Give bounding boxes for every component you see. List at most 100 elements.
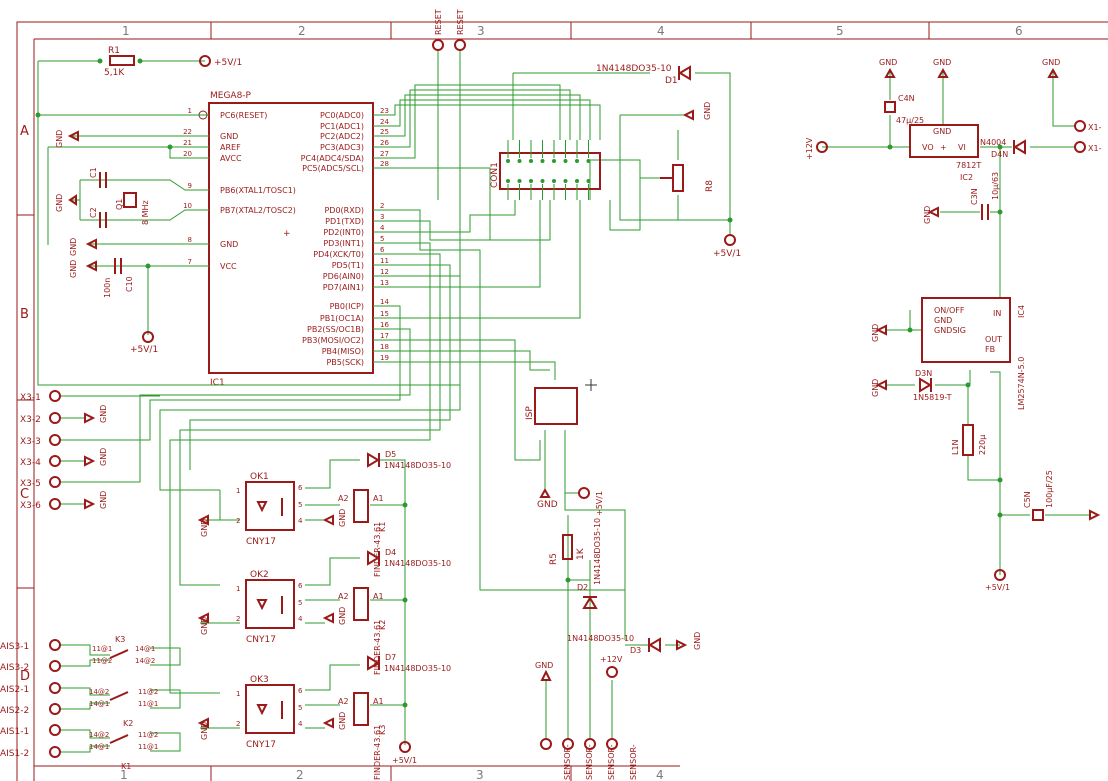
reset-label-2: RESET — [456, 9, 465, 35]
gnd-c3n: GND — [923, 206, 939, 224]
diode-d2: 1N4148DO35-10 D2 — [577, 518, 602, 609]
ic1-pin-label-26: PC3(ADC3) — [320, 143, 364, 152]
x3-gnd-4: GND — [99, 448, 108, 466]
ic1-pin-num-3: 3 — [380, 213, 384, 221]
sw-pin-b3: 14@1 — [89, 700, 109, 708]
ic1-pin-num-9: 9 — [188, 182, 192, 190]
sensor-2: SENSOR- — [585, 744, 594, 780]
c4n-name: C4N — [898, 94, 915, 103]
ic1-pin-label-16: PB2(SS/OC1B) — [307, 325, 364, 334]
gnd-ic4-label: GND — [871, 324, 880, 342]
d3-value: 1N4148DO35-10 — [567, 634, 634, 643]
diode-d3: 1N4148DO35-10 D3 — [567, 634, 661, 655]
l1n-value: 220µ — [978, 435, 987, 455]
diode-d3n: D3N 1N5819-T — [913, 369, 952, 402]
k3-value: FINDER-43.61 — [373, 725, 382, 780]
c5n-name: C5N — [1023, 491, 1032, 508]
ok3-gnd-out: GND — [338, 712, 347, 730]
ok1-gnd-in: GND — [200, 519, 209, 537]
k2-a1: A1 — [373, 592, 384, 601]
ic1-pin-num-10: 10 — [183, 202, 192, 210]
d1-name: D1 — [665, 76, 678, 86]
ic1-pin-num-24: 24 — [380, 118, 389, 126]
reset-connectors: RESET RESET — [432, 9, 466, 51]
c2-name: C2 — [89, 207, 98, 218]
r1-name: R1 — [108, 46, 120, 56]
ic1-pin-num-23: 23 — [380, 107, 389, 115]
sw-pin-b2: 11@2 — [138, 688, 158, 696]
ic1-pin-label-13: PD7(AIN1) — [323, 283, 364, 292]
ic1-pin-num-28: 28 — [380, 160, 389, 168]
ic1-pin-num-15: 15 — [380, 310, 389, 318]
d-rel-3-name: D7 — [385, 653, 396, 662]
plus12-label: +12V — [805, 137, 814, 160]
ic1-pin-num-19: 19 — [380, 354, 389, 362]
ic1-pin-num-16: 16 — [380, 321, 389, 329]
r1-value: 5,1K — [104, 68, 125, 78]
gnd-l2: GND — [55, 194, 64, 212]
k1-a1: A1 — [373, 494, 384, 503]
ok3-name: OK3 — [250, 675, 269, 685]
l1n-name: L1N — [951, 439, 960, 455]
ok3-pin-2: 2 — [236, 720, 240, 728]
frame-col-3: 3 — [477, 24, 485, 38]
ic1-pin-num-22: 22 — [183, 128, 192, 136]
ais-label-3: AIS2-1 — [0, 685, 29, 695]
ok3-pin-5: 5 — [298, 704, 302, 712]
sensor-3: SENSOR- — [607, 744, 616, 780]
ok2-value: CNY17 — [246, 635, 276, 645]
c3n-name: C3N — [970, 188, 979, 205]
ic1-pin-num-27: 27 — [380, 150, 389, 158]
ic1-pin-num-26: 26 — [380, 139, 389, 147]
d-rel-1-value: 1N4148DO35-10 — [384, 461, 451, 470]
ais-label-6: AIS1-2 — [0, 749, 29, 759]
gnd-c4n: GND — [879, 58, 897, 78]
nets — [37, 50, 1090, 753]
ok3-value: CNY17 — [246, 740, 276, 750]
gnd-sensor-label: GND — [535, 661, 553, 670]
gnd-d3: GND — [676, 632, 702, 651]
sensor-1: SENSOR- — [563, 744, 572, 780]
q-value: 8 MHz — [141, 200, 150, 225]
ok1-pin-2: 2 — [236, 517, 240, 525]
sw-pin-a1: 11@1 — [92, 645, 112, 653]
ic1-pin-num-4: 4 — [380, 224, 385, 232]
gnd-c5n — [1089, 509, 1101, 521]
sw-pin-a2: 14@1 — [135, 645, 155, 653]
ic1-pin-num-14: 14 — [380, 298, 389, 306]
regulator-ic2: GND VO VI + 7812T IC2 — [909, 124, 981, 182]
ic1-pin-num-12: 12 — [380, 268, 389, 276]
ic1-pin-label-22: GND — [220, 132, 238, 141]
ic1-pin-num-21: 21 — [183, 139, 192, 147]
c5n-value: 100µF/25 — [1045, 470, 1054, 508]
ic1-pin-label-11: PD5(T1) — [332, 261, 364, 270]
supply-plus5-isp: +5V/1 — [578, 487, 604, 516]
gnd-c3n-label: GND — [923, 206, 932, 224]
diode-d4n: N4004 D4N — [980, 138, 1026, 159]
plus5-relay-label: +5V/1 — [392, 756, 417, 765]
frame-row-a: A — [20, 124, 29, 139]
frame-col-4: 4 — [657, 24, 665, 38]
ic1-pin-label-19: PB5(SCK) — [326, 358, 364, 367]
supply-plus5-ic4: +5V/1 — [985, 569, 1010, 592]
k2-a2: A2 — [338, 592, 349, 601]
ic1-pin-label-28: PC5(ADC5/SCL) — [302, 164, 364, 173]
plus5-label-2: +5V/1 — [130, 345, 158, 355]
resistor-r5: R5 1K — [549, 534, 586, 565]
c1-name: C1 — [89, 167, 98, 178]
k1-name: K1 — [378, 522, 387, 532]
ic1-pin-label-9: PB6(XTAL1/TOSC1) — [220, 186, 296, 195]
ic1-pin-num-7: 7 — [188, 258, 192, 266]
svg-text:+: + — [283, 229, 291, 239]
capacitor-c5n: C5N 100µF/25 — [1023, 470, 1054, 521]
ic1-pin-num-18: 18 — [380, 343, 389, 351]
ic1-pin-num-13: 13 — [380, 279, 389, 287]
d3n-value: 1N5819-T — [913, 393, 952, 402]
svg-text:+: + — [940, 143, 947, 152]
r5-value: 1K — [576, 547, 586, 560]
sw-pin-c2: 11@2 — [138, 731, 158, 739]
ais-label-4: AIS2-2 — [0, 706, 29, 716]
